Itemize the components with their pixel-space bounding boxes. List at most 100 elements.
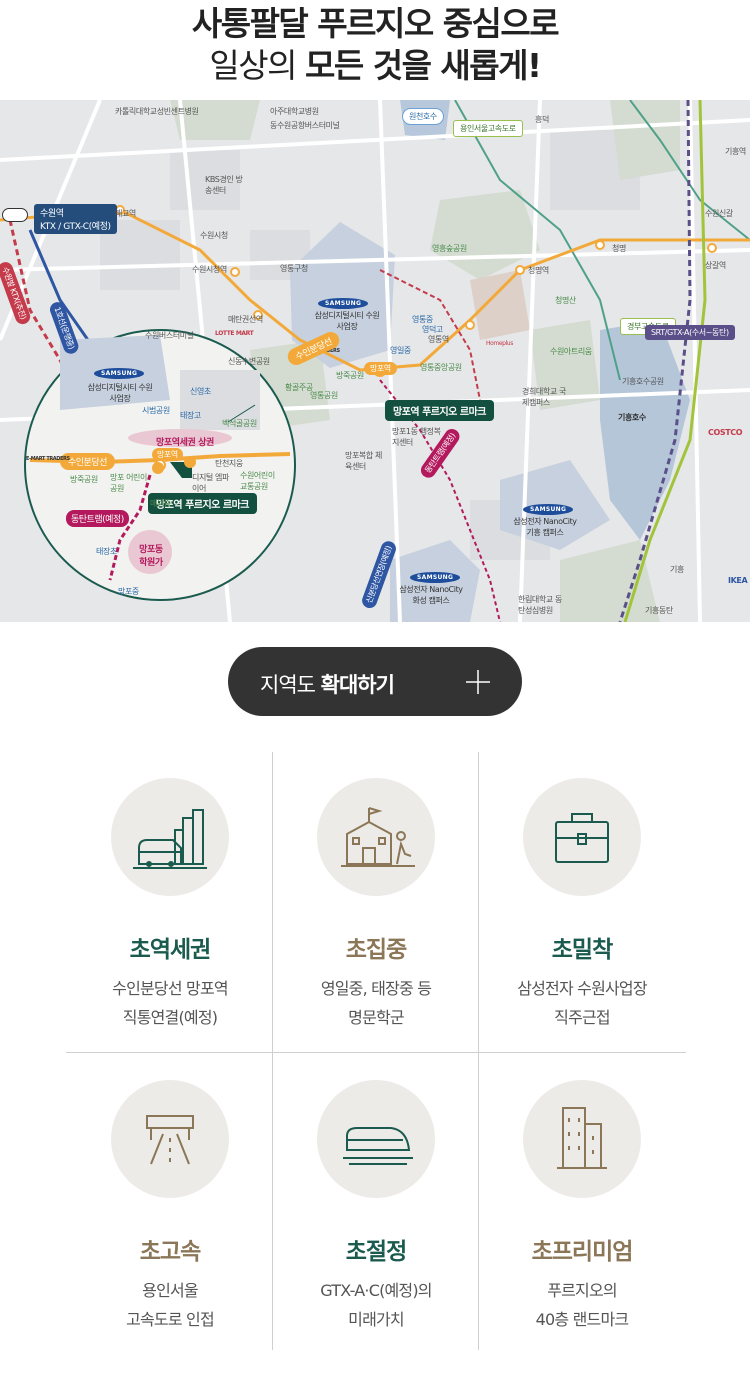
feature-desc: 용인서울 고속도로 인접 bbox=[67, 1276, 273, 1334]
school-icon bbox=[341, 807, 415, 867]
label-taejang-elem: 태장초 bbox=[96, 547, 117, 556]
samsung-logo-icon: SAMSUNG bbox=[94, 368, 145, 379]
label-maewon: 매원중 bbox=[150, 499, 171, 508]
mangpo-prugio-pin: 망포역 푸르지오 르마크 bbox=[385, 400, 494, 421]
mangpo-area-tag: 망포역세권 상권 bbox=[156, 438, 214, 448]
suwon-station-sub: KTX / GTX-C(예정) bbox=[40, 222, 111, 232]
label-suwon-singal: 수원신갈 bbox=[705, 209, 733, 218]
feature-desc-line2: 직주근접 bbox=[554, 1008, 610, 1027]
label-samsung-dc: 삼성디지털시티 수원사업장 bbox=[314, 311, 380, 331]
plus-icon bbox=[466, 670, 490, 694]
feature-desc-line1: 영일중, 태장중 등 bbox=[320, 979, 432, 998]
feature-circle bbox=[111, 778, 229, 896]
label-giheung-station: 기흥역 bbox=[725, 147, 746, 156]
label-yeongheung: 영흥숲공원 bbox=[432, 244, 467, 253]
feature-desc-line1: 수인분당선 망포역 bbox=[112, 979, 228, 998]
label-mangpo1: 망포1동 행정복지센터 bbox=[392, 427, 441, 447]
label-giheung-lake: 기흥호수 bbox=[618, 413, 646, 422]
feature-title: 초역세권 bbox=[129, 937, 212, 963]
feature-workplace: 초밀착 삼성전자 수원사업장 직주근접 bbox=[479, 778, 685, 1048]
feature-desc-line1: 용인서울 bbox=[142, 1281, 198, 1300]
feature-desc: 푸르지오의 40층 랜드마크 bbox=[479, 1276, 685, 1334]
mangpo-prugio-zoom-pin: 망포역 푸르지오 르마크 bbox=[148, 493, 257, 514]
feature-circle bbox=[523, 1080, 641, 1198]
label-hwanggol: 황골주공 bbox=[285, 383, 313, 392]
feature-desc-line2: 40층 랜드마크 bbox=[535, 1310, 629, 1329]
label-kyunghee: 경희대학교 국제캠퍼스 bbox=[522, 387, 566, 407]
city-train-icon bbox=[133, 809, 207, 869]
feature-school: 초집중 영일중, 태장중 등 명문학군 bbox=[273, 778, 479, 1048]
samsung-logo-icon: SAMSUNG bbox=[410, 572, 461, 583]
bullet-train-icon bbox=[343, 1127, 413, 1165]
feature-title: 초밀착 bbox=[551, 937, 613, 963]
label-costco: COSTCO bbox=[708, 428, 743, 437]
label-cheongmyeong-station: 청명역 bbox=[528, 266, 549, 275]
label-yeongtong-eh: 영통중앙공원 bbox=[420, 363, 462, 372]
feature-title: 초절정 bbox=[345, 1239, 407, 1265]
headline: 사통팔달 푸르지오 중심으로 일상의 모든 것을 새롭게! bbox=[0, 0, 750, 100]
samsung-logo-icon: SAMSUNG bbox=[318, 298, 369, 309]
feature-desc: 영일중, 태장중 등 명문학군 bbox=[273, 974, 479, 1032]
label-giheung-park: 기흥호수공원 bbox=[622, 377, 664, 386]
features-grid: 초역세권 수인분당선 망포역 직통연결(예정) bbox=[0, 750, 750, 1370]
label-cheongmyeong: 청명 bbox=[612, 244, 626, 253]
feature-highway: 초고속 용인서울 고속도로 인접 bbox=[67, 1080, 273, 1350]
dongtan-tram-zoom-tag: 동탄트램(예정) bbox=[66, 510, 129, 527]
label-yeongtong-station: 영통역 bbox=[428, 335, 449, 344]
label-baekjae: 벡석골공원 bbox=[222, 419, 257, 428]
headline-line2-bold: 모든 것을 새롭게! bbox=[305, 46, 542, 85]
headline-line2-prefix: 일상의 bbox=[209, 46, 305, 85]
label-taejang-high: 태장고 bbox=[180, 411, 201, 420]
feature-gtx: 초절정 GTX-A·C(예정)의 미래가치 bbox=[273, 1080, 479, 1350]
mangpo-station-tag: 망포역 bbox=[364, 362, 397, 375]
label-sibanggong: 시범공원 bbox=[142, 406, 170, 415]
feature-title: 초프리미엄 bbox=[531, 1239, 634, 1265]
map-zoom-button[interactable]: 지역도 확대하기 bbox=[228, 647, 522, 716]
label-heungdeok: 흥덕 bbox=[535, 115, 549, 124]
feature-desc-line2: 고속도로 인접 bbox=[126, 1310, 215, 1329]
yongin-expressway-tag: 용인서울고속도로 bbox=[453, 120, 523, 137]
label-samsung-dc-zoom: 삼성디지털시티 수원사업장 bbox=[87, 383, 153, 403]
label-mangpo-academy: 망포동 학원가 bbox=[139, 545, 163, 568]
mangpo-station-zoom-tag: 망포역 bbox=[152, 448, 183, 461]
srt-gtx-tag: SRT/GTX-A(수서~동탄) bbox=[645, 325, 735, 340]
label-mangpo-sports: 망포복합 체육센터 bbox=[345, 451, 382, 471]
label-homeplus: Homeplus bbox=[486, 340, 513, 347]
label-sinyeong: 신영초 bbox=[190, 387, 211, 396]
feature-desc-line2: 미래가치 bbox=[348, 1310, 404, 1329]
label-ajou: 아주대학교병원 bbox=[270, 107, 319, 116]
feature-title: 초집중 bbox=[345, 937, 407, 963]
feature-desc-line1: 삼성전자 수원사업장 bbox=[517, 979, 647, 998]
label-digital-empire: 디지털 엠파이어 bbox=[192, 473, 229, 493]
label-sinmaetan: 신동수변공원 bbox=[228, 357, 270, 366]
samsung-logo-icon: SAMSUNG bbox=[523, 504, 574, 515]
label-yeongtong-park: 영통공원 bbox=[310, 391, 338, 400]
label-maegyo: 매교역 bbox=[115, 209, 136, 218]
feature-desc: GTX-A·C(예정)의 미래가치 bbox=[273, 1276, 479, 1334]
label-giheung-dongtan: 기흥동탄 bbox=[645, 606, 673, 615]
label-yeongtong-mid: 영통중 bbox=[412, 315, 433, 324]
feature-desc: 수인분당선 망포역 직통연결(예정) bbox=[67, 974, 273, 1032]
feature-circle bbox=[111, 1080, 229, 1198]
label-city-hall-station: 수원시청역 bbox=[192, 265, 227, 274]
label-mangpo-jung: 망포중 bbox=[118, 587, 139, 596]
grid-divider bbox=[478, 752, 479, 1350]
label-cheongmyeongsan: 청명산 bbox=[555, 296, 576, 305]
briefcase-icon bbox=[555, 813, 609, 863]
label-bus-term2: 수원버스터미널 bbox=[145, 331, 194, 340]
grid-divider bbox=[272, 752, 273, 1350]
headline-line1: 사통팔달 푸르지오 중심으로 bbox=[191, 4, 560, 43]
label-bus-terminal: 동수원공항버스터미널 bbox=[270, 121, 340, 130]
label-mangpo-elem: 망포 어린이공원 bbox=[110, 473, 147, 493]
feature-premium: 초프리미엄 푸르지오의 40층 랜드마크 bbox=[479, 1080, 685, 1350]
label-giheung: 기흥 bbox=[670, 565, 684, 574]
feature-desc: 삼성전자 수원사업장 직주근접 bbox=[479, 974, 685, 1032]
label-ikea: IKEA bbox=[728, 576, 748, 585]
label-city-hall: 수원시청 bbox=[200, 231, 228, 240]
label-kbs: KBS경인 방송센터 bbox=[205, 175, 243, 195]
label-emart-zoom: E-MART TRADERS bbox=[26, 456, 70, 462]
label-samsung-hwaseong: 삼성전자 NanoCity 화성 캠퍼스 bbox=[399, 585, 463, 605]
feature-desc-line2: 명문학군 bbox=[348, 1008, 404, 1027]
